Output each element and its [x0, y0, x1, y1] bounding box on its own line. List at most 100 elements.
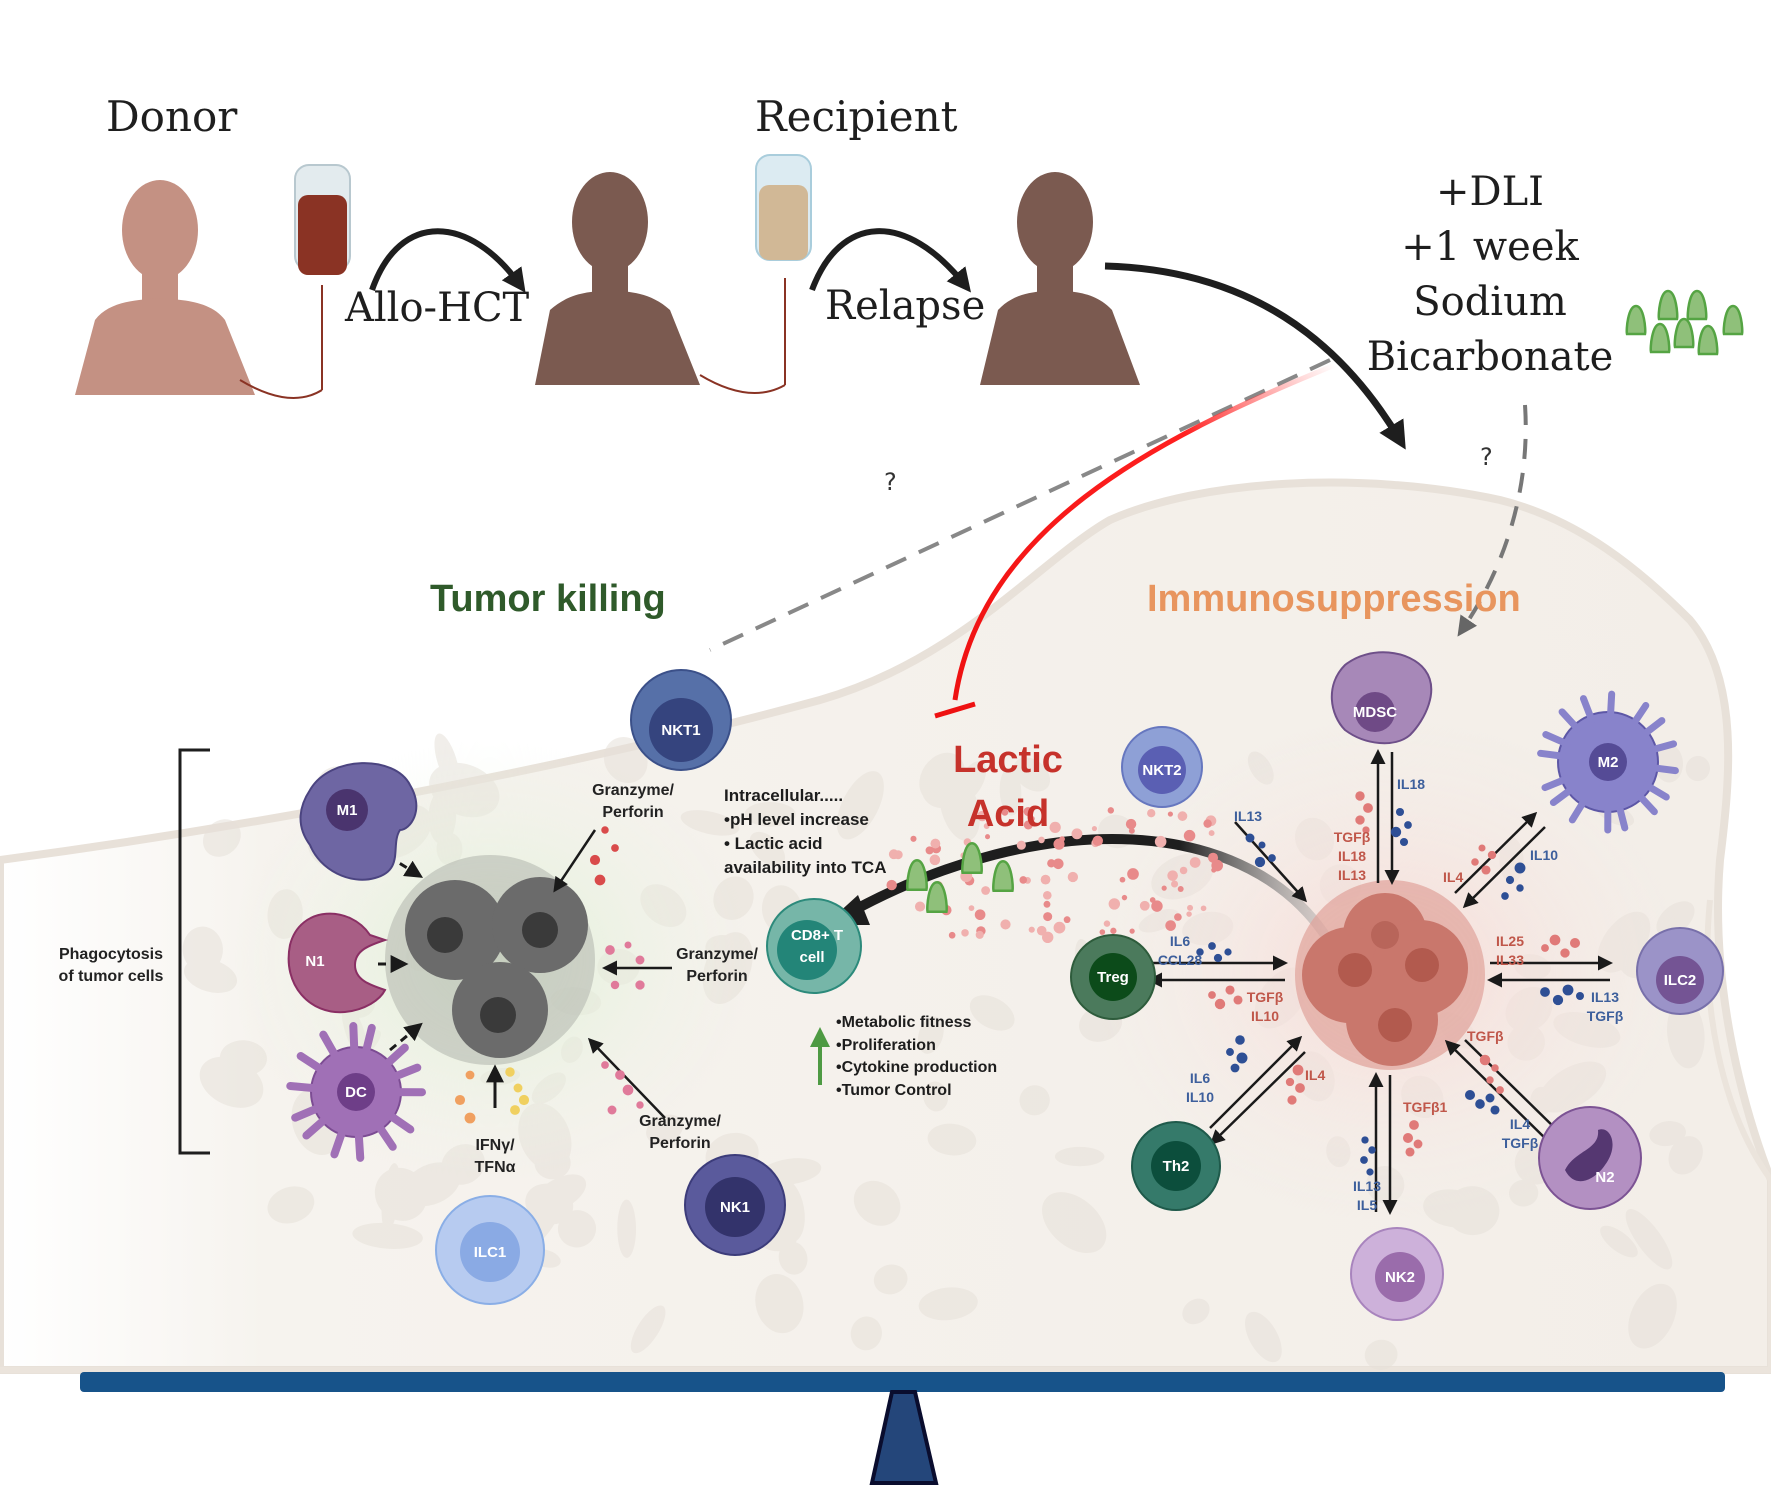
- lactic-acid-dot: [1125, 818, 1137, 830]
- cytokine-dot: [1355, 815, 1365, 825]
- cell-protrusion: [1568, 796, 1588, 824]
- phagocytosis-line1: Phagocytosis: [58, 946, 164, 963]
- cytokine-dot: [1213, 953, 1223, 963]
- cytokine-dot: [1268, 854, 1276, 862]
- question-dashed-line-right: [1457, 404, 1528, 637]
- cell-protrusion: [384, 1110, 415, 1134]
- cell-protrusion: [1579, 695, 1596, 724]
- tumor-killing-text: Tumor killing: [430, 578, 666, 620]
- cytokine-tgfb: TGFβ: [1333, 829, 1371, 845]
- cytokine-dot: [594, 874, 606, 886]
- bicarbonate-particles: [906, 842, 1014, 913]
- dendritic-cell: DC: [286, 1022, 426, 1162]
- lactic-acid-dot: [1161, 885, 1167, 891]
- cell-protrusion: [389, 1063, 422, 1082]
- cytokine-dot: [505, 1067, 515, 1077]
- tumor-cluster: [1295, 880, 1485, 1070]
- donor-figure: [75, 180, 255, 395]
- intracellular-bullet-3: availability into TCA: [724, 858, 887, 877]
- treatment-label: +DLI +1 week Sodium Bicarbonate: [1360, 165, 1620, 385]
- tissue-blob: [557, 1210, 597, 1248]
- ifn-line1: IFNγ/: [475, 1137, 515, 1154]
- cytokine-tumor-to-n2-tgfb: TGFβ: [1467, 1028, 1504, 1044]
- cytokine-dot: [1490, 1105, 1500, 1115]
- relapse-arrow: [809, 228, 972, 293]
- lactic-acid-dot: [1167, 870, 1178, 881]
- lactic-acid-dot: [1047, 859, 1056, 868]
- cytokine-ilc2-to-tumor: IL13 TGFβ: [1585, 988, 1625, 1026]
- recipient-figure-1: [535, 172, 700, 385]
- tissue-blob: [755, 1274, 804, 1334]
- cell-protrusion: [1629, 701, 1650, 729]
- cytokine-dot: [1363, 803, 1373, 813]
- cytokine-dot: [1481, 865, 1491, 875]
- lactic-acid-dot: [1053, 838, 1065, 850]
- ilc1-cell: ILC1: [435, 1195, 545, 1305]
- lactic-acid-dot: [1052, 858, 1064, 870]
- th2-label: Th2: [1163, 1158, 1190, 1175]
- lactic-acid-line2: Acid: [966, 793, 1050, 835]
- tissue-blob: [744, 801, 796, 827]
- cd8-t-cell: CD8+ T cell: [766, 898, 862, 994]
- tissue-blob: [1628, 1283, 1677, 1349]
- question-mark-left: ?: [884, 468, 897, 496]
- cytokine-dot: [1485, 1093, 1495, 1103]
- lactic-acid-dot: [1203, 819, 1212, 828]
- cell-protrusion: [1549, 785, 1576, 807]
- lactic-acid-dot: [1042, 890, 1052, 900]
- cytokine-dot: [1475, 1099, 1485, 1109]
- dc-label: DC: [345, 1084, 367, 1101]
- cytokine-il33: IL33: [1495, 952, 1524, 968]
- cytokine-dot: [635, 955, 645, 965]
- cytokine-dot: [1226, 1048, 1234, 1056]
- tissue-blob: [917, 1016, 944, 1054]
- bicarbonate-pill: [1657, 289, 1679, 321]
- tissue-blob: [1685, 755, 1710, 782]
- cytokine-dot: [1355, 791, 1365, 801]
- cell-protrusion: [1635, 791, 1658, 816]
- cytokine-dot: [1285, 1077, 1295, 1087]
- bicarbonate-pill: [961, 842, 983, 874]
- nk1-label: NK1: [720, 1199, 750, 1216]
- lactic-acid-dot: [1110, 927, 1117, 934]
- cytokine-tgfb-n2: TGFβ: [1501, 1135, 1539, 1151]
- lactic-acid-dot: [1165, 920, 1176, 931]
- cytokine-dot: [1287, 1095, 1297, 1105]
- cytokine-ccl28: CCL28: [1157, 952, 1203, 968]
- lactic-acid-dot: [1108, 898, 1121, 910]
- cytokine-dot: [1292, 1064, 1304, 1076]
- lactic-acid-dot: [985, 834, 991, 840]
- cd8-label-line1: CD8+ T: [791, 927, 843, 944]
- lactic-acid-dot: [961, 929, 969, 937]
- ifn-line2: TFNα: [474, 1159, 516, 1176]
- lactic-acid-dot: [1043, 912, 1053, 922]
- lactic-acid-dot: [1128, 827, 1135, 834]
- cytokine-dot: [1540, 987, 1550, 997]
- tissue-blob: [617, 1199, 637, 1258]
- cytokine-dot: [1366, 1168, 1374, 1176]
- lactic-acid-dot: [1211, 867, 1217, 873]
- cell-protrusion: [1643, 781, 1670, 801]
- cytokine-dot: [622, 1084, 634, 1096]
- lactic-acid-dot: [1154, 835, 1167, 848]
- ilc2-label: ILC2: [1664, 972, 1697, 989]
- tissue-blob: [836, 771, 884, 840]
- cell-protrusion: [291, 1103, 324, 1122]
- cd8-effect-1: •Metabolic fitness: [836, 1014, 972, 1031]
- th2-cell: Th2: [1131, 1121, 1221, 1211]
- bicarbonate-pill: [1625, 304, 1647, 336]
- tissue-blob: [534, 1174, 587, 1213]
- tissue-blob: [630, 1305, 666, 1354]
- tissue-blob: [1042, 1192, 1107, 1254]
- lactic-acid-dot: [1043, 900, 1051, 908]
- cell-protrusion: [1541, 775, 1570, 792]
- tissue-blob: [850, 1316, 882, 1351]
- inhibition-line: [952, 362, 1336, 701]
- tissue-blob: [923, 1081, 949, 1112]
- lactic-acid-dot: [1200, 905, 1207, 912]
- treatment-line-bicarbonate: Bicarbonate: [1366, 334, 1614, 380]
- cytokine-il5-nk2: IL5: [1356, 1197, 1378, 1213]
- cytokine-il6-th2: IL6: [1189, 1070, 1211, 1086]
- tissue-blob: [1649, 1121, 1686, 1147]
- bicarbonate-pill: [1649, 322, 1671, 354]
